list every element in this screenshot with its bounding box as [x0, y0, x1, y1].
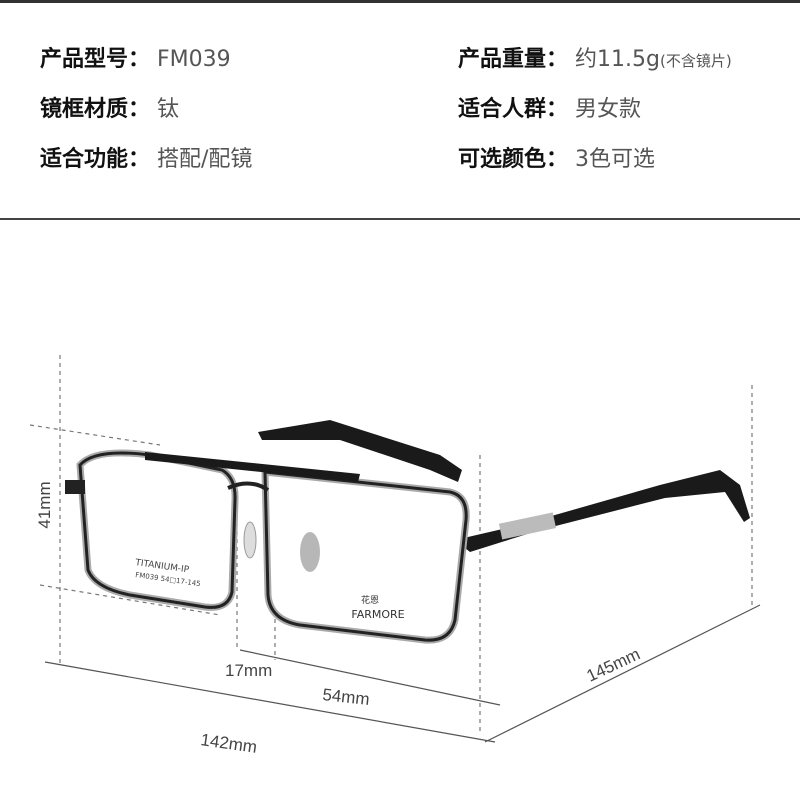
left-temple [258, 420, 462, 482]
frame-width-label: 142mm [199, 730, 258, 757]
spec-value: 搭配/配镜 [157, 147, 253, 172]
spec-value: 男女款 [575, 97, 642, 122]
spec-weight: 产品重量： 约11.5g(不含镜片) [458, 41, 732, 73]
spec-label: 产品型号： [40, 47, 151, 72]
temple-length-label: 145mm [584, 644, 643, 685]
spec-note: (不含镜片) [659, 52, 732, 70]
right-lens [263, 470, 468, 642]
nose-pad-right [300, 532, 320, 572]
dimension-lines [44, 604, 761, 743]
top-bar [145, 452, 360, 482]
left-lens [78, 451, 237, 609]
spec-label: 适合人群： [458, 97, 569, 122]
right-temple [455, 470, 750, 552]
nose-pad-left [243, 521, 257, 559]
brand-logo: FARMORE [351, 608, 404, 621]
divider [0, 218, 800, 220]
top-border [0, 0, 800, 3]
lens-height-label: 41mm [35, 481, 54, 528]
lens-width-label: 54mm [322, 685, 371, 709]
spec-colors: 可选颜色： 3色可选 [458, 141, 655, 173]
left-hinge [65, 480, 85, 494]
spec-label: 适合功能： [40, 147, 151, 172]
spec-value: 3色可选 [575, 147, 656, 172]
left-lens-rim [76, 449, 239, 611]
bridge [227, 481, 270, 492]
spec-function: 适合功能： 搭配/配镜 [40, 141, 252, 173]
bridge-label: 17mm [225, 661, 272, 680]
spec-audience: 适合人群： 男女款 [458, 91, 641, 123]
spec-label: 镜框材质： [40, 97, 151, 122]
spec-model: 产品型号： FM039 [40, 41, 231, 73]
spec-value: FM039 [157, 47, 231, 72]
spec-label: 产品重量： [458, 47, 569, 72]
spec-value: 钛 [157, 97, 180, 122]
spec-label: 可选颜色： [458, 147, 569, 172]
temple-hinge [498, 512, 557, 540]
spec-material: 镜框材质： 钛 [40, 91, 179, 123]
brand-cn: 花恩 [361, 594, 379, 606]
spec-value: 约11.5g [575, 47, 660, 72]
